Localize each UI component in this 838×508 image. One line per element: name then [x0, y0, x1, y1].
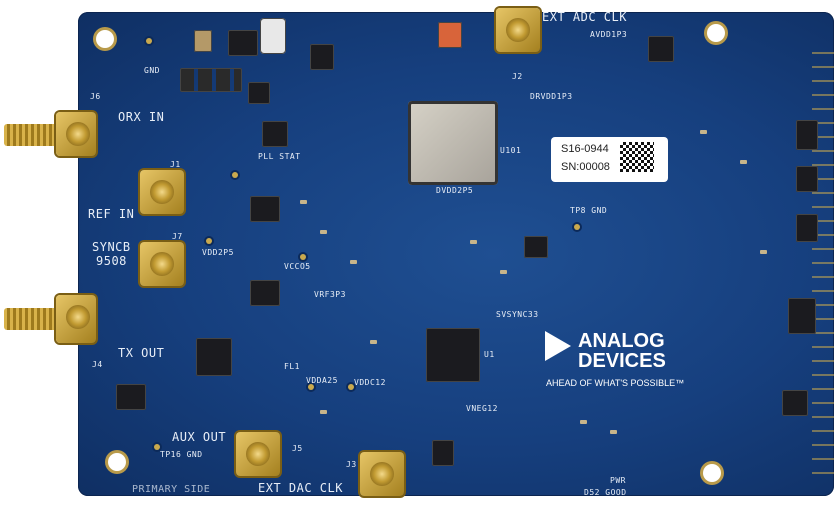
brand-tagline: AHEAD OF WHAT'S POSSIBLE™ — [546, 378, 685, 388]
ic-u15 — [250, 280, 280, 306]
silk-pll-stat: PLL STAT — [258, 152, 301, 161]
silk-ext-dac-clk: EXT DAC CLK — [258, 481, 343, 495]
silk-d52-good: D52 GOOD — [584, 488, 627, 497]
silk-avdd1p3: AVDD1P3 — [590, 30, 628, 39]
label-serial-number: SN:00008 — [561, 161, 610, 173]
silk-ref-in: REF IN — [88, 207, 135, 221]
edge-connector-pads — [812, 40, 834, 480]
silk-syncb-sub: 9508 — [96, 254, 127, 268]
silk-vdd2p5: VDD2P5 — [202, 248, 234, 257]
silk-aux-out: AUX OUT — [172, 430, 227, 444]
silk-ext-adc-clk: EXT ADC CLK — [542, 10, 627, 24]
silk-pwr: PWR — [610, 476, 626, 485]
ic-u16 — [196, 338, 232, 376]
capacitor — [370, 340, 377, 344]
ic-t3 — [438, 22, 462, 48]
silk-dvdd2p5: DVDD2P5 — [436, 186, 474, 195]
ic-u8 — [788, 298, 816, 334]
silk-j7: J7 — [172, 232, 183, 241]
test-point-tp9 — [146, 38, 152, 44]
test-point-tp21 — [206, 238, 212, 244]
ic-u12 — [250, 196, 280, 222]
capacitor — [740, 160, 747, 164]
main-ic-u101 — [408, 101, 498, 185]
syncb-connector-j7 — [140, 242, 184, 286]
ic-u20 — [524, 236, 548, 258]
tx-out-side-connector — [4, 308, 62, 330]
inductor-l4 — [248, 82, 270, 104]
test-point-tp15 — [232, 172, 238, 178]
mounting-hole — [703, 464, 721, 482]
capacitor — [500, 270, 507, 274]
silk-tp16-gnd: TP16 GND — [160, 450, 203, 459]
silk-j2: J2 — [512, 72, 523, 81]
silk-vcco5: VCCO5 — [284, 262, 311, 271]
label-part-number: S16-0944 — [561, 143, 609, 155]
capacitor — [580, 420, 587, 424]
silk-drvdd1p3: DRVDD1P3 — [530, 92, 573, 101]
silk-vrf3p3: VRF3P3 — [314, 290, 346, 299]
pcb-board — [78, 12, 834, 496]
transceiver-ic-u1 — [426, 328, 480, 382]
silk-syncb: SYNCB — [92, 240, 131, 254]
silk-vddc12: VDDC12 — [354, 378, 386, 387]
capacitor — [320, 230, 327, 234]
silk-j3: J3 — [346, 460, 357, 469]
ic-u25 — [262, 121, 288, 147]
mounting-hole — [96, 30, 114, 48]
crystal-c2 — [194, 30, 212, 52]
silk-orx-in: ORX IN — [118, 110, 165, 124]
aux-out-connector-j5 — [236, 432, 280, 476]
capacitor — [470, 240, 477, 244]
capacitor — [320, 410, 327, 414]
ext-adc-clk-connector-j2 — [496, 8, 540, 52]
silk-fl1: FL1 — [284, 362, 300, 371]
capacitor — [350, 260, 357, 264]
brand-name-line1: ANALOG — [578, 330, 665, 352]
silk-tp8-gnd: TP8 GND — [570, 206, 608, 215]
test-point-tp4 — [308, 384, 314, 390]
ic-u9 — [796, 214, 818, 242]
mounting-hole — [108, 453, 126, 471]
ic-u13 — [782, 390, 808, 416]
mounting-hole — [707, 24, 725, 42]
capacitor-c103d — [260, 18, 286, 54]
silk-vdda25: VDDA25 — [306, 376, 338, 385]
orx-in-connector — [56, 112, 96, 156]
silk-j5: J5 — [292, 444, 303, 453]
qr-code — [620, 142, 654, 172]
silk-u101: U101 — [500, 146, 522, 155]
ic-u7 — [796, 166, 818, 192]
silk-tp9-gnd: GND — [144, 66, 160, 75]
ic-u17 — [310, 44, 334, 70]
ic-u3 — [228, 30, 258, 56]
silk-tx-out: TX OUT — [118, 346, 165, 360]
silk-svsync33: SVSYNC33 — [496, 310, 539, 319]
ext-dac-clk-connector-j3 — [360, 452, 404, 496]
capacitor — [610, 430, 617, 434]
capacitor — [300, 200, 307, 204]
silk-primary-side: PRIMARY SIDE — [132, 484, 211, 495]
test-point-tp16 — [154, 444, 160, 450]
test-point-tp24 — [300, 254, 306, 260]
ic-u2 — [432, 440, 454, 466]
ic-u23 — [796, 120, 818, 150]
silk-u1: U1 — [484, 350, 495, 359]
silk-vneg12: VNEG12 — [466, 404, 498, 413]
tx-out-connector — [56, 295, 96, 343]
brand-name-line2: DEVICES — [578, 350, 666, 372]
silk-j4: J4 — [92, 360, 103, 369]
silk-j6: J6 — [90, 92, 101, 101]
ic-vr2 — [648, 36, 674, 62]
test-point-tp3 — [348, 384, 354, 390]
silk-j1: J1 — [170, 160, 181, 169]
capacitor — [760, 250, 767, 254]
ic-u10 — [116, 384, 146, 410]
orx-in-side-connector — [4, 124, 62, 146]
capacitor — [700, 130, 707, 134]
test-point-tp8 — [574, 224, 580, 230]
inductor-row — [180, 68, 242, 92]
ref-in-connector-j1 — [140, 170, 184, 214]
